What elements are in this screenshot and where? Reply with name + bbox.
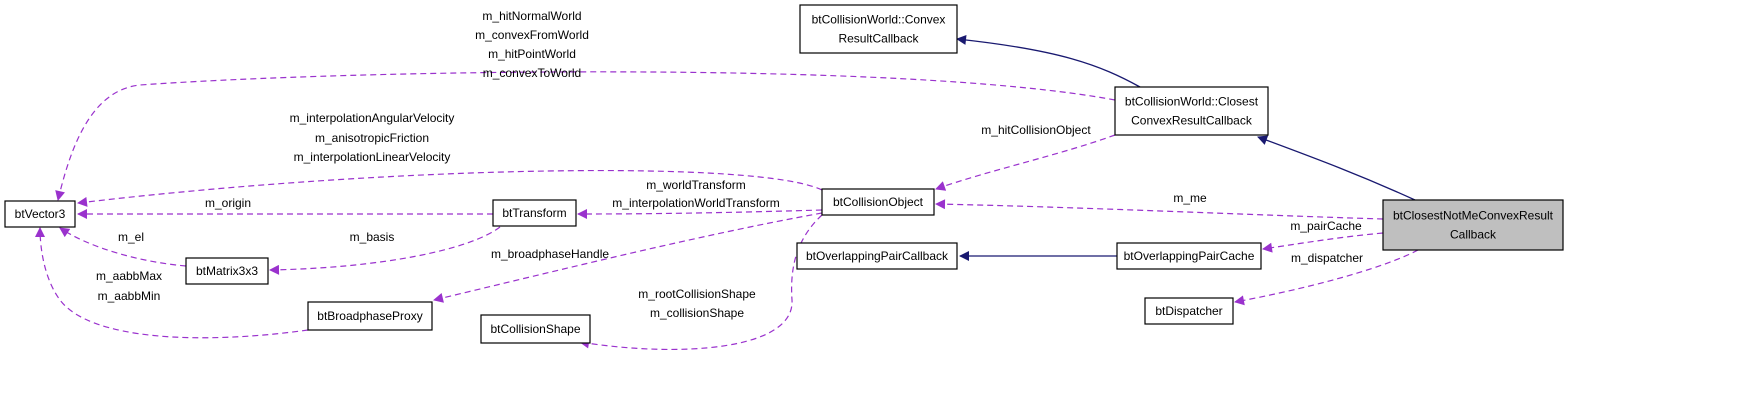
class-node-label: btCollisionWorld::Convex	[812, 13, 946, 27]
usage-edge-bt-broadphase-proxy-to-bt-vector3	[35, 227, 309, 339]
edge-label-m-aabbmax: m_aabbMax	[96, 269, 162, 283]
edge-label-m-el: m_el	[118, 230, 144, 244]
edge-label-m-hitpointworld: m_hitPointWorld	[488, 47, 576, 61]
class-node-box[interactable]	[185, 257, 269, 285]
class-node-label: btOverlappingPairCallback	[806, 249, 949, 263]
usage-edge-bt-collision-object-to-bt-broadphase-proxy	[433, 212, 823, 303]
class-node-bt-transform[interactable]: btTransform	[492, 199, 577, 227]
class-node-box[interactable]	[492, 199, 577, 227]
class-node-box[interactable]	[1144, 297, 1234, 325]
class-node-label: btCollisionObject	[833, 195, 924, 209]
usage-edge-bt-collision-world-closest-convex-result-callback-to-bt-vector3	[55, 71, 1116, 201]
edge-label-m-hitnormalworld: m_hitNormalWorld	[482, 9, 581, 23]
class-node-bt-overlapping-pair-cache[interactable]: btOverlappingPairCache	[1116, 242, 1262, 270]
inheritance-edge-bt-collision-world-closest-convex-result-callback-to-bt-collision-world-convex-result-callback	[956, 34, 1141, 88]
class-node-box[interactable]	[1382, 199, 1564, 251]
edge-label-m-interpolationangularvelocity: m_interpolationAngularVelocity	[290, 111, 455, 125]
inheritance-edge-bt-closest-not-me-convex-result-callback-to-bt-collision-world-closest-convex-result-callback	[1257, 135, 1416, 201]
usage-edge-bt-transform-to-bt-matrix3x3	[269, 226, 501, 275]
class-node-bt-collision-world-closest-convex-result-callback[interactable]: btCollisionWorld::ClosestConvexResultCal…	[1114, 86, 1269, 136]
class-node-bt-matrix3x3[interactable]: btMatrix3x3	[185, 257, 269, 285]
usage-edge-bt-matrix3x3-to-bt-vector3	[59, 227, 187, 267]
class-node-box[interactable]	[1114, 86, 1269, 136]
edge-label-m-origin: m_origin	[205, 196, 251, 210]
class-node-box[interactable]	[480, 314, 591, 344]
class-node-bt-collision-object[interactable]: btCollisionObject	[821, 188, 935, 216]
class-node-label: btMatrix3x3	[196, 264, 258, 278]
class-node-box[interactable]	[307, 301, 433, 331]
edge-label-m-anisotropicfriction: m_anisotropicFriction	[315, 131, 429, 145]
class-node-bt-broadphase-proxy[interactable]: btBroadphaseProxy	[307, 301, 433, 331]
class-node-label: btBroadphaseProxy	[317, 309, 422, 323]
class-node-label: ConvexResultCallback	[1131, 114, 1253, 128]
class-node-bt-overlapping-pair-callback[interactable]: btOverlappingPairCallback	[796, 242, 958, 270]
edge-label-m-me: m_me	[1173, 191, 1207, 205]
edge-label-m-convexfromworld: m_convexFromWorld	[475, 28, 589, 42]
edge-label-m-interpolationlinearvelocity: m_interpolationLinearVelocity	[294, 150, 451, 164]
usage-edge-bt-collision-object-to-bt-collision-shape	[579, 214, 823, 351]
class-node-bt-collision-world-convex-result-callback[interactable]: btCollisionWorld::ConvexResultCallback	[799, 4, 958, 54]
edge-label-m-hitcollisionobject: m_hitCollisionObject	[981, 123, 1091, 137]
class-node-box[interactable]	[796, 242, 958, 270]
edge-label-m-aabbmin: m_aabbMin	[98, 289, 161, 303]
usage-edge-bt-closest-not-me-convex-result-callback-to-bt-collision-object	[935, 199, 1384, 220]
edges-layer	[35, 34, 1419, 351]
class-node-box[interactable]	[1116, 242, 1262, 270]
edge-label-m-collisionshape: m_collisionShape	[650, 306, 744, 320]
class-node-label: btCollisionWorld::Closest	[1125, 95, 1259, 109]
usage-edge-bt-collision-object-to-bt-vector3	[77, 169, 823, 207]
class-node-box[interactable]	[799, 4, 958, 54]
edge-label-m-worldtransform: m_worldTransform	[646, 178, 746, 192]
edge-labels-layer: m_hitNormalWorld m_convexFromWorld m_hitPo…	[96, 9, 1363, 320]
edge-label-m-paircache: m_pairCache	[1290, 219, 1362, 233]
class-node-label: Callback	[1450, 228, 1497, 242]
edge-label-m-dispatcher: m_dispatcher	[1291, 251, 1363, 265]
class-node-label: btDispatcher	[1155, 304, 1222, 318]
edge-label-m-rootcollisionshape: m_rootCollisionShape	[638, 287, 756, 301]
class-node-label: ResultCallback	[838, 32, 919, 46]
edge-label-m-basis: m_basis	[350, 230, 395, 244]
edge-label-m-interpolationworldtransform: m_interpolationWorldTransform	[612, 196, 779, 210]
class-node-label: btTransform	[502, 206, 566, 220]
usage-edge-bt-collision-object-to-bt-transform	[577, 208, 823, 219]
edge-label-m-broadphasehandle: m_broadphaseHandle	[491, 247, 609, 261]
class-node-bt-vector3[interactable]: btVector3	[4, 200, 76, 228]
class-node-box[interactable]	[821, 188, 935, 216]
class-node-label: btVector3	[15, 207, 66, 221]
class-node-label: btCollisionShape	[490, 322, 580, 336]
class-node-bt-collision-shape[interactable]: btCollisionShape	[480, 314, 591, 344]
class-node-label: btOverlappingPairCache	[1124, 249, 1255, 263]
class-node-box[interactable]	[4, 200, 76, 228]
class-node-label: btClosestNotMeConvexResult	[1393, 209, 1554, 223]
usage-edge-bt-closest-not-me-convex-result-callback-to-bt-overlapping-pair-cache	[1262, 232, 1384, 253]
usage-edge-bt-collision-world-closest-convex-result-callback-to-bt-collision-object	[935, 134, 1116, 191]
edge-label-m-convextoworld: m_convexToWorld	[483, 66, 581, 80]
class-node-bt-dispatcher[interactable]: btDispatcher	[1144, 297, 1234, 325]
